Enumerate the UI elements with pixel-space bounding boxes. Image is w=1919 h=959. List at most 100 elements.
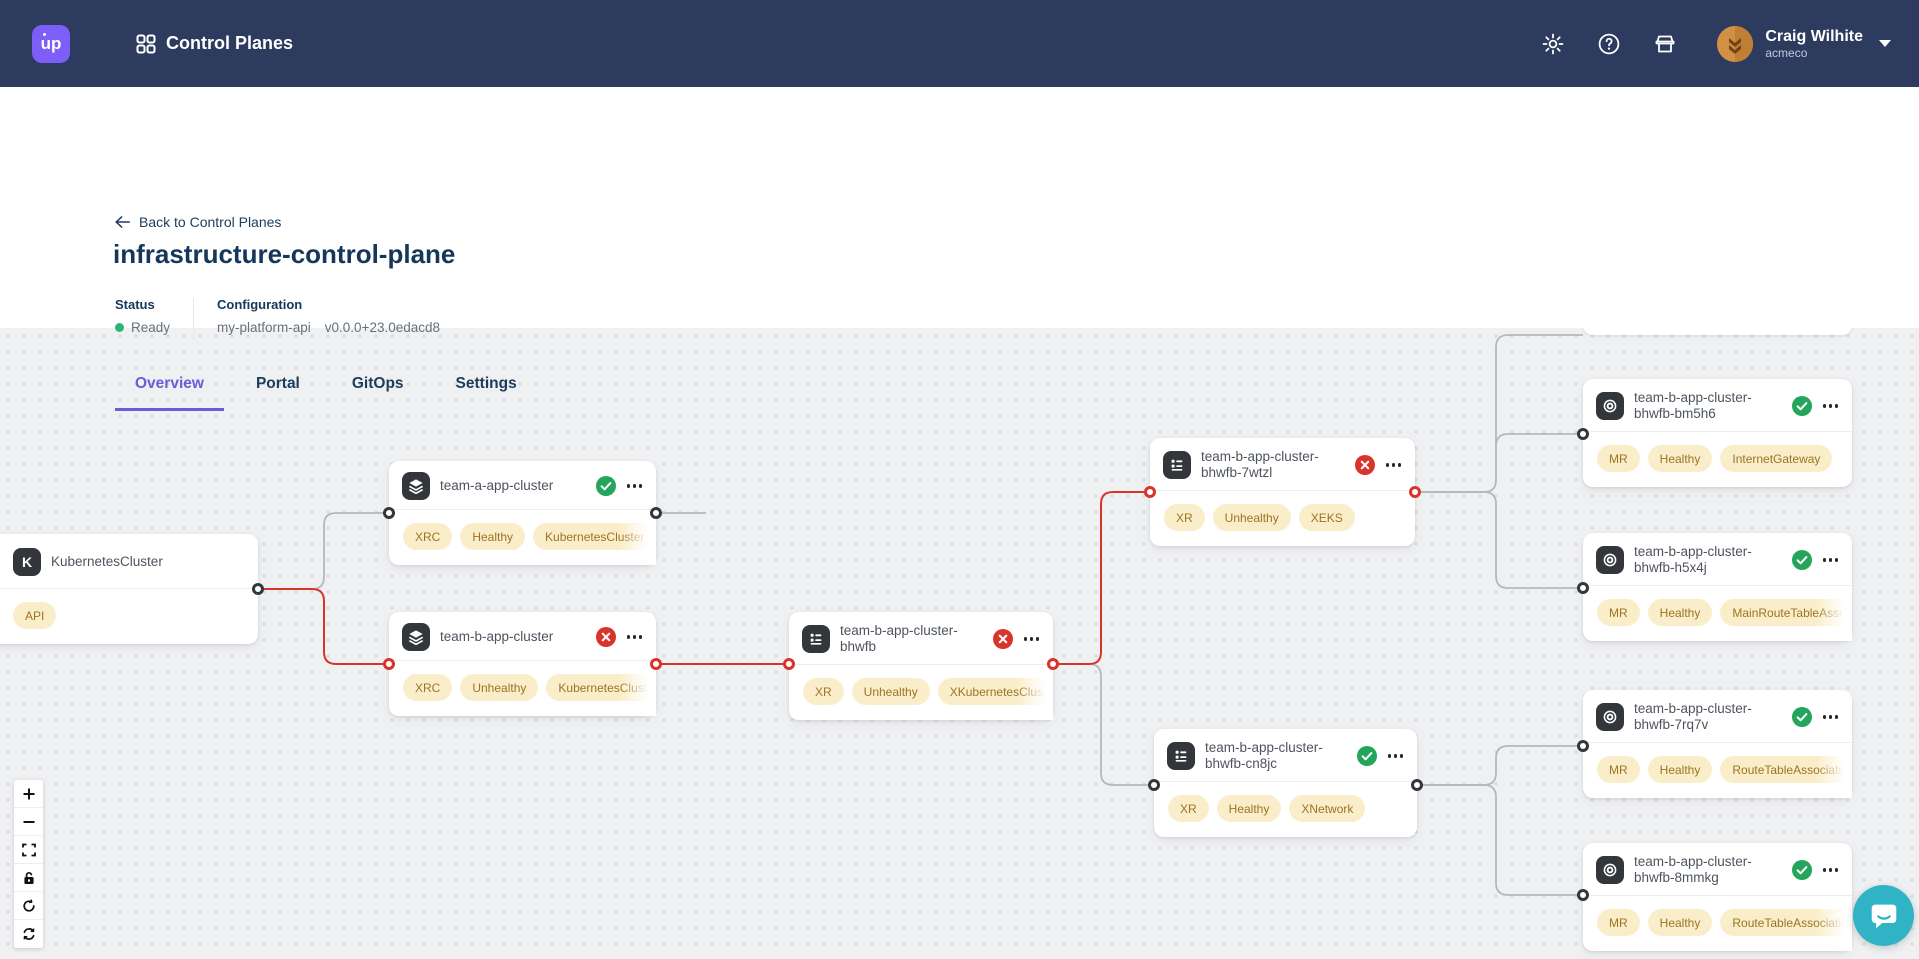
tab-portal[interactable]: Portal — [255, 375, 300, 392]
edge-handle-left[interactable] — [383, 507, 395, 519]
graph-node-team-b-app-cluster-bhwfb-7wtzl[interactable]: team-b-app-cluster-bhwfb-7wtzl XR Unheal… — [1144, 438, 1421, 546]
graph-node-partial[interactable] — [1583, 328, 1852, 335]
node-divider — [1583, 431, 1852, 432]
status-label: Status — [115, 297, 155, 312]
pill: MR — [1597, 909, 1640, 936]
edge-handle-left[interactable] — [1577, 428, 1589, 440]
edge-handle-right[interactable] — [1047, 658, 1059, 670]
node-divider — [0, 588, 258, 589]
edge-handle-right[interactable] — [1409, 486, 1421, 498]
grid-icon — [136, 34, 156, 54]
node-menu-button[interactable] — [625, 480, 645, 492]
edge-handle-left[interactable] — [1577, 889, 1589, 901]
node-divider — [789, 664, 1053, 665]
node-menu-button[interactable] — [1386, 750, 1406, 762]
node-menu-button[interactable] — [1821, 711, 1841, 723]
pill: Unhealthy — [851, 678, 930, 705]
refresh-button[interactable] — [14, 920, 43, 948]
fit-view-button[interactable] — [14, 836, 43, 864]
edge-handle-right[interactable] — [650, 507, 662, 519]
node-divider — [1583, 585, 1852, 586]
lock-button[interactable] — [14, 864, 43, 892]
edge-handle-right[interactable] — [1411, 779, 1423, 791]
back-link[interactable]: Back to Control Planes — [114, 214, 281, 230]
node-divider — [1154, 781, 1417, 782]
composite-resource-icon — [802, 625, 830, 653]
edge-handle-left[interactable] — [783, 658, 795, 670]
user-org: acmeco — [1765, 45, 1808, 60]
pill: XEKS — [1298, 504, 1355, 531]
managed-resource-icon — [1596, 546, 1624, 574]
graph-node-team-b-app-cluster-bhwfb[interactable]: team-b-app-cluster-bhwfb XR Unhealthy XK… — [783, 612, 1059, 720]
pill: InternetGateway — [1720, 445, 1833, 472]
node-menu-button[interactable] — [1821, 400, 1841, 412]
configuration-name: my-platform-api — [217, 320, 311, 335]
graph-node-team-b-app-cluster-bhwfb-8mmkg[interactable]: team-b-app-cluster-bhwfb-8mmkg MR Health… — [1577, 843, 1852, 951]
tab-gitops[interactable]: GitOps — [351, 375, 404, 392]
node-menu-button[interactable] — [625, 631, 645, 643]
user-menu[interactable]: Craig Wilhite acmeco — [1717, 25, 1891, 62]
zoom-in-button[interactable] — [14, 780, 43, 808]
graph-node-team-b-app-cluster[interactable]: team-b-app-cluster XRC Unhealthy Kuberne… — [383, 612, 662, 716]
pill-fade — [1816, 896, 1852, 951]
composite-resource-icon — [1167, 742, 1195, 770]
rotate-button[interactable] — [14, 892, 43, 920]
node-menu-button[interactable] — [1821, 554, 1841, 566]
pill: Healthy — [460, 523, 526, 550]
status-value: Ready — [131, 320, 171, 335]
top-navbar: up Control Planes Craig Wilhite acmeco — [0, 0, 1919, 87]
edge-handle-left[interactable] — [1144, 486, 1156, 498]
managed-resource-icon — [1596, 392, 1624, 420]
edge-handle-left[interactable] — [1577, 740, 1589, 752]
tab-overview[interactable]: Overview — [115, 375, 224, 411]
pill: API — [13, 602, 57, 629]
status-healthy-icon — [1792, 707, 1812, 727]
logo-dot — [43, 32, 46, 36]
pill: Healthy — [1647, 756, 1713, 783]
meta-divider — [193, 298, 194, 340]
status-healthy-icon — [596, 476, 616, 496]
status-ready-dot — [115, 323, 124, 332]
node-title: team-b-app-cluster-bhwfb-7wtzl — [1201, 449, 1319, 480]
edge-handle-left[interactable] — [1148, 779, 1160, 791]
graph-node-team-b-app-cluster-bhwfb-bm5h6[interactable]: team-b-app-cluster-bhwfb-bm5h6 MR Health… — [1577, 379, 1852, 487]
pill: XR — [1164, 504, 1205, 531]
node-title: team-b-app-cluster-bhwfb-7rq7v — [1634, 701, 1752, 732]
edge-handle-right[interactable] — [252, 583, 264, 595]
node-title: team-b-app-cluster-bhwfb-bm5h6 — [1634, 390, 1752, 421]
pill: Healthy — [1647, 909, 1713, 936]
avatar[interactable] — [1717, 25, 1754, 62]
edge-handle-left[interactable] — [383, 658, 395, 670]
pill: Healthy — [1216, 795, 1282, 822]
node-title: team-b-app-cluster-bhwfb-8mmkg — [1634, 854, 1752, 885]
tab-settings[interactable]: Settings — [455, 375, 517, 392]
chat-bubble-icon — [1870, 902, 1898, 930]
node-menu-button[interactable] — [1821, 864, 1841, 876]
help-icon[interactable] — [1597, 32, 1621, 56]
edge-handle-right[interactable] — [650, 658, 662, 670]
resource-graph-canvas[interactable]: K KubernetesCluster API team-a-app-clust… — [0, 328, 1919, 959]
status-block: Status Ready — [115, 297, 170, 335]
composite-resource-icon — [1163, 451, 1191, 479]
chat-launcher-button[interactable] — [1853, 885, 1914, 946]
marketplace-icon[interactable] — [1653, 32, 1677, 56]
status-healthy-icon — [1792, 550, 1812, 570]
zoom-out-button[interactable] — [14, 808, 43, 836]
pill: Healthy — [1647, 445, 1713, 472]
node-menu-button[interactable] — [1384, 459, 1404, 471]
settings-gear-icon[interactable] — [1541, 32, 1565, 56]
page-title: infrastructure-control-plane — [113, 239, 456, 269]
status-error-icon — [1355, 455, 1375, 475]
graph-node-team-b-app-cluster-bhwfb-7rq7v[interactable]: team-b-app-cluster-bhwfb-7rq7v MR Health… — [1577, 690, 1852, 798]
node-menu-button[interactable] — [1022, 633, 1042, 645]
status-healthy-icon — [1357, 746, 1377, 766]
graph-node-team-b-app-cluster-bhwfb-cn8jc[interactable]: team-b-app-cluster-bhwfb-cn8jc XR Health… — [1148, 729, 1423, 837]
edge-handle-left[interactable] — [1577, 582, 1589, 594]
layers-icon — [402, 472, 430, 500]
graph-node-kubernetescluster[interactable]: K KubernetesCluster API — [0, 534, 264, 644]
graph-node-team-a-app-cluster[interactable]: team-a-app-cluster XRC Healthy Kubernete… — [383, 461, 662, 565]
node-divider — [1583, 742, 1852, 743]
upbound-logo[interactable]: up — [32, 24, 70, 63]
pill-fade — [620, 510, 656, 565]
graph-node-team-b-app-cluster-bhwfb-h5x4j[interactable]: team-b-app-cluster-bhwfb-h5x4j MR Health… — [1577, 533, 1852, 641]
